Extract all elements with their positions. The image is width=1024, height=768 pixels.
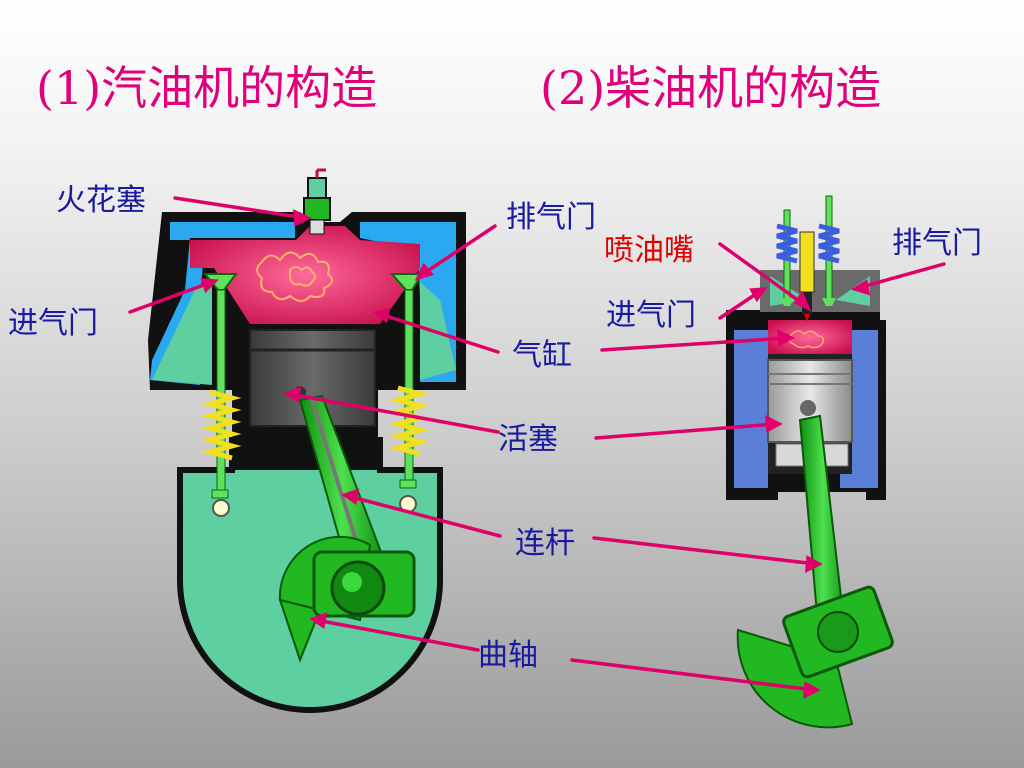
label-piston: 活塞 <box>498 414 558 458</box>
leader-connecting-rod-right <box>594 538 816 564</box>
label-spark-plug: 火花塞 <box>56 175 146 219</box>
label-intake-valve-left: 进气门 <box>8 298 98 342</box>
diesel-piston-pin <box>800 400 816 416</box>
gasoline-engine <box>148 170 466 710</box>
label-exhaust-valve-right: 排气门 <box>892 218 982 262</box>
label-fuel-injector: 喷油嘴 <box>604 225 694 269</box>
crankshaft-right <box>738 586 894 728</box>
label-cylinder: 气缸 <box>512 330 572 374</box>
diesel-water-jacket-left <box>734 330 768 488</box>
diesel-engine <box>726 196 894 727</box>
label-exhaust-valve-left: 排气门 <box>506 192 596 236</box>
label-connecting-rod: 连杆 <box>515 518 575 562</box>
label-crankshaft: 曲轴 <box>478 630 538 674</box>
label-intake-valve-right: 进气门 <box>606 290 696 334</box>
